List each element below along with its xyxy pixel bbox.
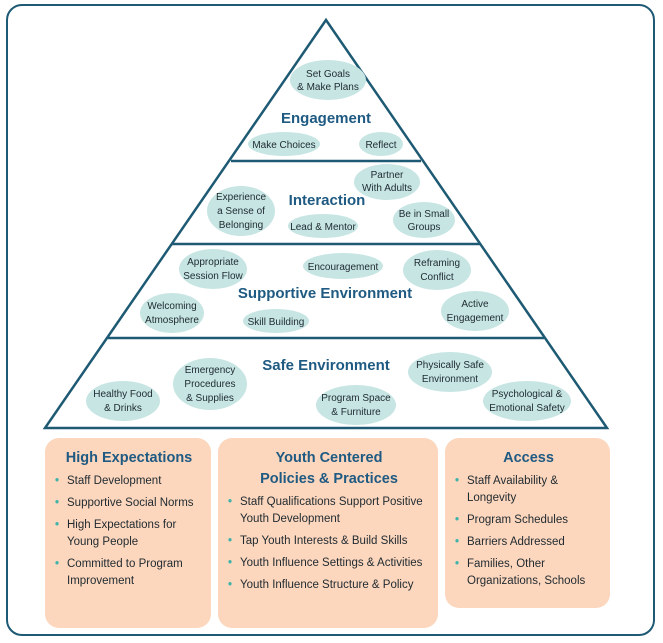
box-access: Access Staff Availability & Longevity Pr… — [445, 438, 610, 608]
pill-physically-safe: Physically Safe Environment — [408, 352, 492, 392]
box-title: Access — [503, 450, 554, 466]
pill-active-engagement: Active Engagement — [441, 291, 509, 331]
box-title: Youth Centered Policies & Practices — [260, 450, 398, 487]
svg-text:Be in Small: Be in Small — [399, 209, 450, 220]
svg-text:Skill Building: Skill Building — [248, 317, 305, 328]
svg-text:Set Goals: Set Goals — [306, 69, 350, 80]
svg-text:Emotional Safety: Emotional Safety — [489, 403, 565, 414]
list-item: Supportive Social Norms — [55, 495, 203, 512]
svg-text:& Furniture: & Furniture — [331, 407, 381, 418]
box-title: High Expectations — [65, 450, 193, 466]
svg-text:Atmosphere: Atmosphere — [145, 315, 199, 326]
svg-text:& Drinks: & Drinks — [104, 403, 142, 414]
svg-text:Session Flow: Session Flow — [183, 271, 243, 282]
svg-text:Physically Safe: Physically Safe — [416, 360, 484, 371]
level-title-engagement: Engagement — [281, 110, 371, 127]
list-item: Staff Availability & Longevity — [455, 473, 602, 507]
pill-healthy-food: Healthy Food & Drinks — [86, 381, 160, 421]
list-item: Youth Influence Structure & Policy — [228, 577, 430, 594]
level-title-safe-environment: Safe Environment — [262, 357, 390, 374]
level-title-interaction: Interaction — [289, 192, 366, 209]
svg-text:Reflect: Reflect — [365, 140, 396, 151]
bullet-list: Staff Development Supportive Social Norm… — [55, 473, 203, 590]
pill-belonging: Experience a Sense of Belonging — [207, 186, 275, 236]
bullet-list: Staff Availability & Longevity Program S… — [455, 473, 602, 590]
pill-reflect: Reflect — [359, 132, 403, 156]
svg-text:& Make Plans: & Make Plans — [297, 82, 359, 93]
list-item: Committed to Program Improvement — [55, 556, 203, 590]
svg-text:Appropriate: Appropriate — [187, 257, 239, 268]
pill-encouragement: Encouragement — [303, 253, 383, 279]
pill-partner-adults: Partner With Adults — [354, 164, 420, 200]
svg-text:Partner: Partner — [371, 170, 404, 181]
bullet-list: Staff Qualifications Support Positive Yo… — [228, 494, 430, 594]
svg-text:Healthy Food: Healthy Food — [93, 389, 152, 400]
pill-skill-building: Skill Building — [243, 309, 309, 333]
list-item: Barriers Addressed — [455, 534, 602, 551]
svg-text:Belonging: Belonging — [219, 220, 263, 231]
svg-text:Groups: Groups — [408, 222, 441, 233]
svg-text:Experience: Experience — [216, 192, 266, 203]
level-title-supportive-environment: Supportive Environment — [238, 285, 412, 302]
pill-emergency-procedures: Emergency Procedures & Supplies — [173, 358, 247, 410]
box-youth-centered-policies: Youth Centered Policies & Practices Staf… — [218, 438, 438, 628]
pill-reframing-conflict: Reframing Conflict — [403, 250, 471, 290]
svg-text:Encouragement: Encouragement — [308, 262, 379, 273]
pill-set-goals: Set Goals & Make Plans — [290, 60, 366, 100]
svg-text:Welcoming: Welcoming — [147, 301, 196, 312]
pill-make-choices: Make Choices — [248, 132, 320, 156]
list-item: High Expectations for Young People — [55, 517, 203, 551]
svg-text:Make Choices: Make Choices — [252, 140, 315, 151]
pill-psychological-safety: Psychological & Emotional Safety — [483, 381, 571, 421]
pill-lead-mentor: Lead & Mentor — [288, 214, 358, 238]
svg-text:Environment: Environment — [422, 374, 478, 385]
svg-text:Active: Active — [461, 299, 489, 310]
diagram-frame — [6, 4, 655, 636]
svg-text:Procedures: Procedures — [184, 379, 235, 390]
svg-text:Emergency: Emergency — [185, 365, 236, 376]
svg-text:Program Space: Program Space — [321, 393, 391, 404]
list-item: Staff Qualifications Support Positive Yo… — [228, 494, 430, 528]
list-item: Program Schedules — [455, 512, 602, 529]
svg-text:Conflict: Conflict — [420, 272, 454, 283]
box-high-expectations: High Expectations Staff Development Supp… — [45, 438, 211, 628]
svg-text:Engagement: Engagement — [447, 313, 504, 324]
pill-program-space: Program Space & Furniture — [316, 385, 396, 425]
list-item: Families, Other Organizations, Schools — [455, 556, 602, 590]
pill-session-flow: Appropriate Session Flow — [179, 249, 247, 289]
svg-text:Reframing: Reframing — [414, 258, 460, 269]
list-item: Staff Development — [55, 473, 203, 490]
svg-text:Lead & Mentor: Lead & Mentor — [290, 222, 356, 233]
pill-small-groups: Be in Small Groups — [393, 202, 455, 238]
svg-text:With Adults: With Adults — [362, 183, 412, 194]
svg-text:a Sense of: a Sense of — [217, 206, 265, 217]
list-item: Tap Youth Interests & Build Skills — [228, 533, 430, 550]
pill-welcoming-atmosphere: Welcoming Atmosphere — [140, 293, 204, 333]
list-item: Youth Influence Settings & Activities — [228, 555, 430, 572]
svg-text:& Supplies: & Supplies — [186, 393, 234, 404]
svg-text:Psychological &: Psychological & — [492, 389, 563, 400]
